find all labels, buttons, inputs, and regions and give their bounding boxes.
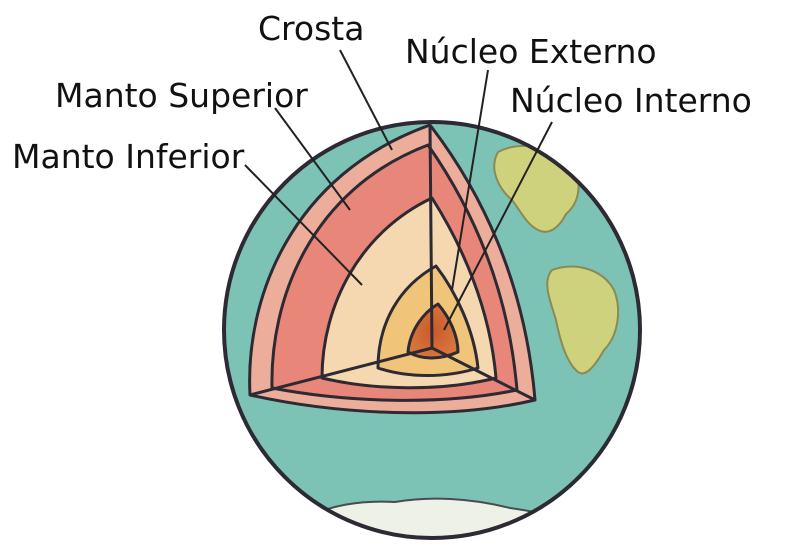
leader-outer-core: [451, 69, 489, 291]
label-upper-mantle: Manto Superior: [55, 76, 308, 115]
label-outer-core: Núcleo Externo: [405, 32, 657, 71]
continent-south: [299, 497, 602, 538]
label-lower-mantle: Manto Inferior: [12, 137, 245, 176]
wedge-edge-left: [249, 346, 433, 397]
label-inner-core: Núcleo Interno: [510, 81, 752, 120]
globe-outline: [222, 120, 642, 540]
leader-crust: [339, 49, 393, 151]
label-crust: Crosta: [258, 9, 364, 48]
leader-upper-mantle: [274, 107, 351, 211]
leader-lower-mantle: [244, 164, 363, 286]
continent-east: [546, 265, 620, 375]
wedge-edge-top: [428, 124, 434, 349]
cutaway-wedge: [248, 123, 537, 415]
leader-lines: [244, 49, 553, 331]
wedge-edge-right: [431, 346, 536, 402]
leader-inner-core: [443, 121, 553, 331]
